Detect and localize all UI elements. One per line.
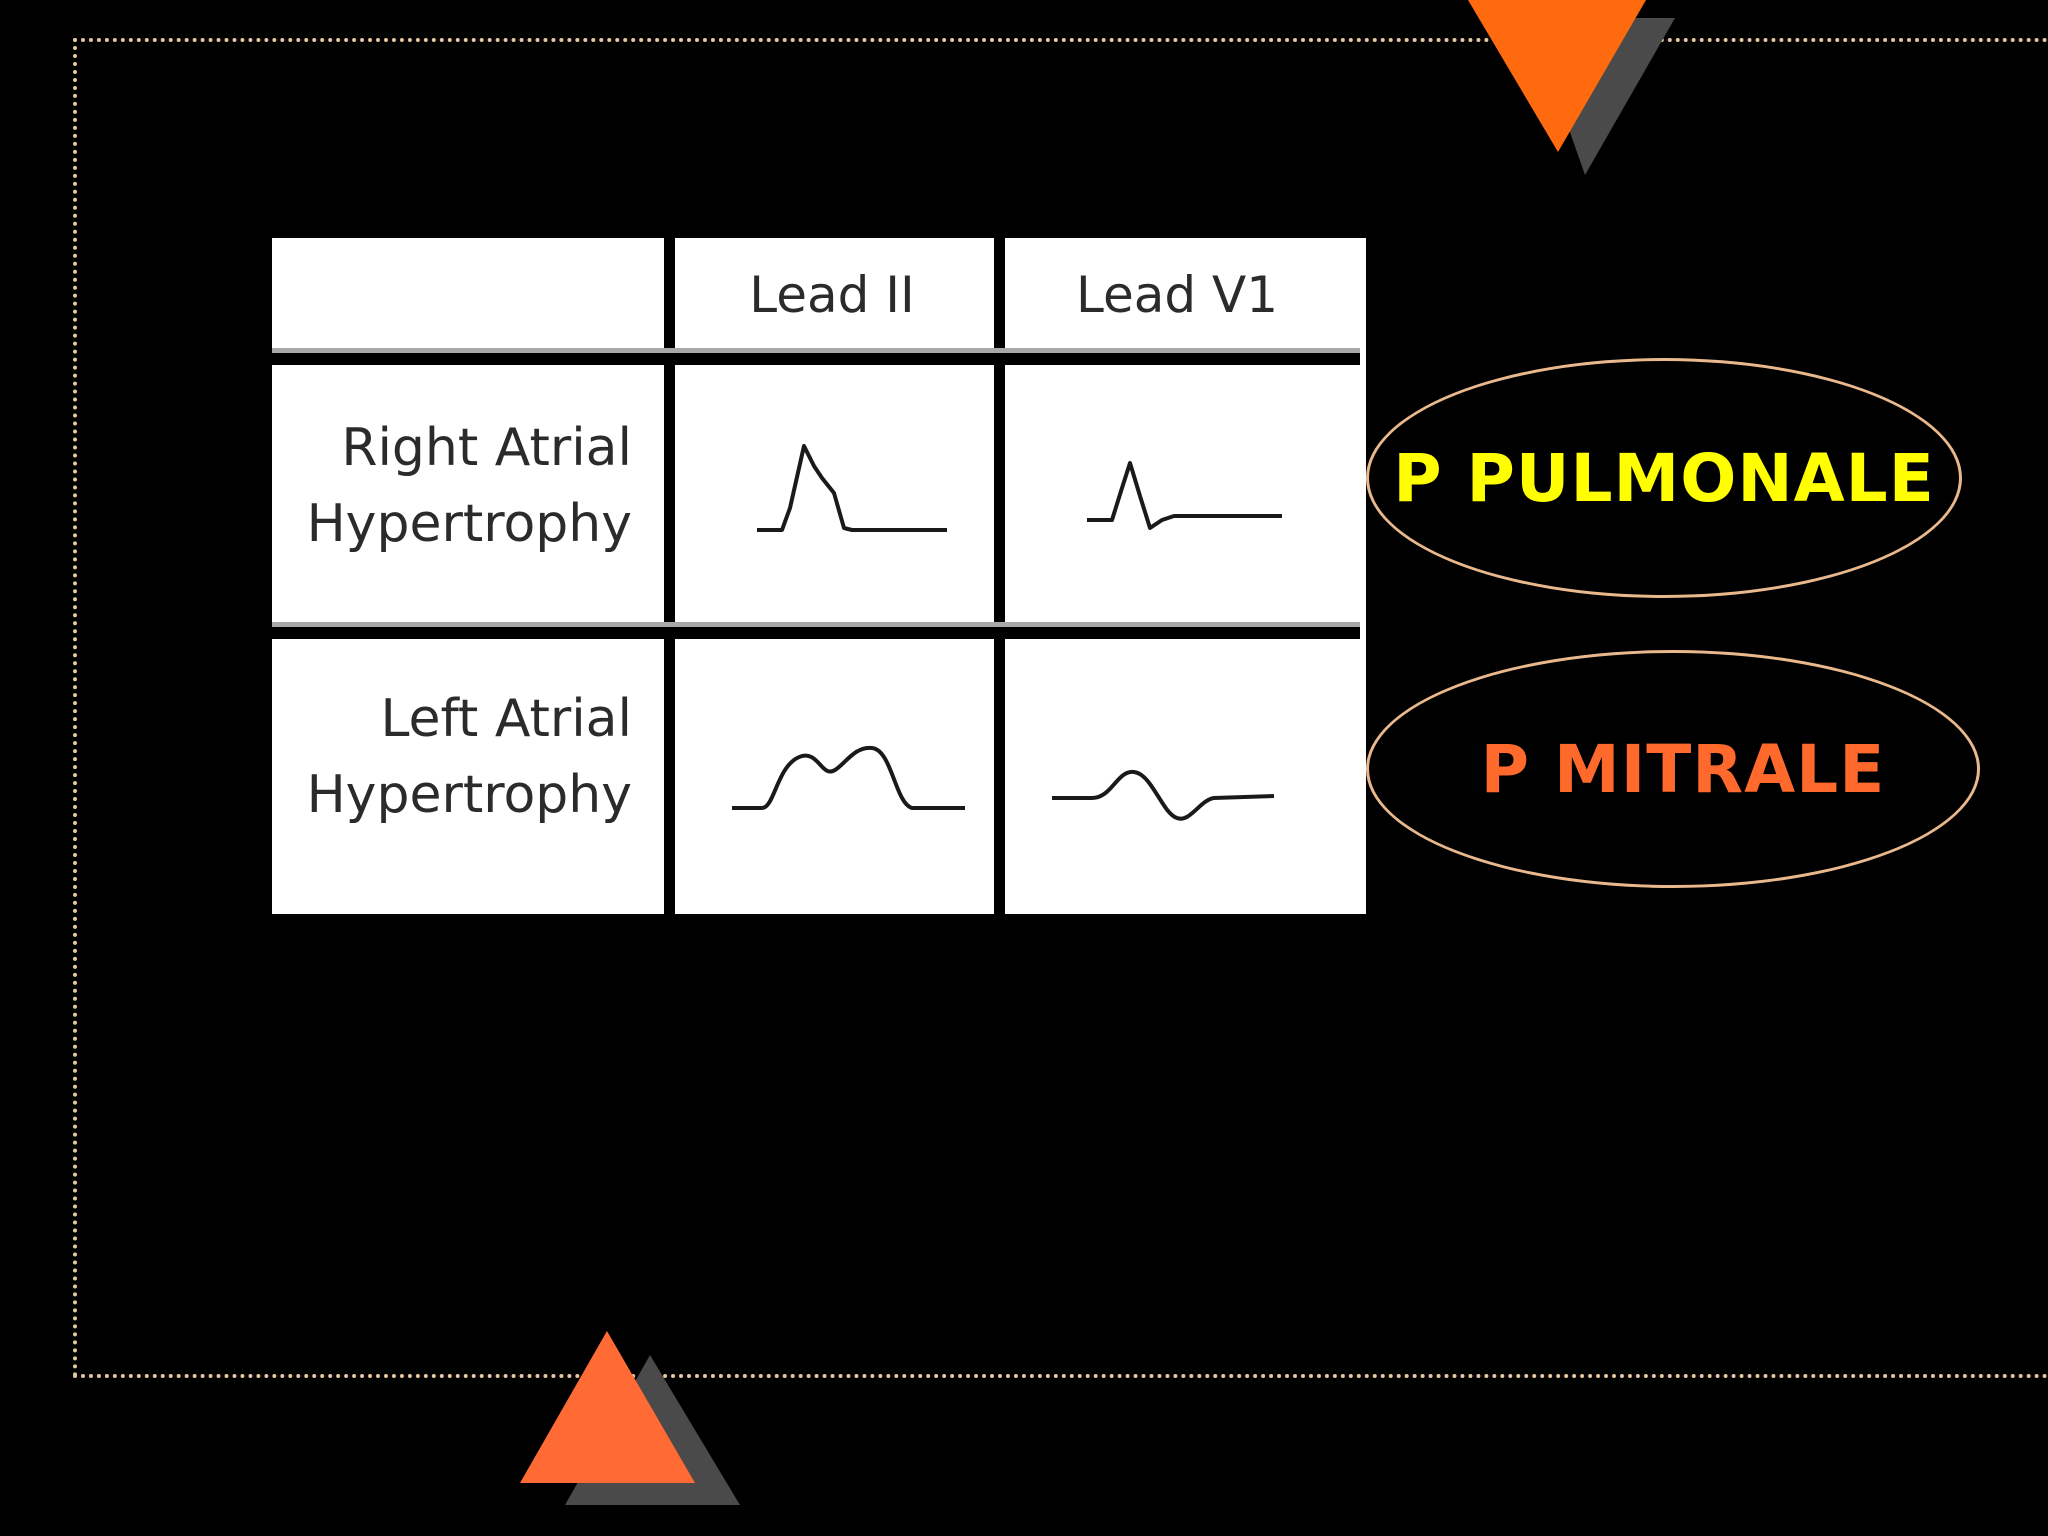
grid-hline-2	[272, 627, 1360, 639]
grid-hline-shadow-1	[272, 348, 1360, 353]
header-lead-v1: Lead V1	[1075, 266, 1279, 324]
top-triangle-decoration	[1468, 0, 1675, 175]
waveform-left-atrial-lead-v1	[1052, 769, 1275, 821]
p-pulmonale-label: P PULMONALE	[1393, 439, 1935, 517]
grid-vline-1	[664, 238, 675, 914]
bottom-triangle-decoration	[520, 1331, 740, 1505]
header-lead-ii: Lead II	[749, 266, 915, 324]
waveform-right-atrial-lead-ii	[757, 444, 947, 532]
waveform-right-atrial-lead-v1	[1087, 461, 1282, 530]
row-label-right-atrial: Right Atrial Hypertrophy	[272, 410, 632, 562]
p-mitrale-label: P MITRALE	[1480, 730, 1886, 808]
bottom-triangle	[520, 1331, 695, 1483]
row-label-line: Hypertrophy	[306, 765, 632, 825]
waveform-left-atrial-lead-ii	[732, 745, 965, 810]
top-triangle	[1468, 0, 1646, 152]
grid-hline-shadow-2	[272, 622, 1360, 627]
row-label-line: Hypertrophy	[306, 494, 632, 554]
ecg-p-wave-table: Lead II Lead V1 Right Atrial Hypertrophy…	[272, 238, 1366, 914]
row-label-left-atrial: Left Atrial Hypertrophy	[272, 681, 632, 833]
p-pulmonale-label-oval: P PULMONALE	[1366, 358, 1962, 598]
row-label-line: Left Atrial	[380, 689, 632, 749]
slide-frame	[73, 38, 2048, 1378]
grid-hline-1	[272, 353, 1360, 365]
p-mitrale-label-oval: P MITRALE	[1366, 650, 1980, 888]
grid-vline-2	[994, 238, 1005, 914]
row-label-line: Right Atrial	[341, 418, 632, 478]
